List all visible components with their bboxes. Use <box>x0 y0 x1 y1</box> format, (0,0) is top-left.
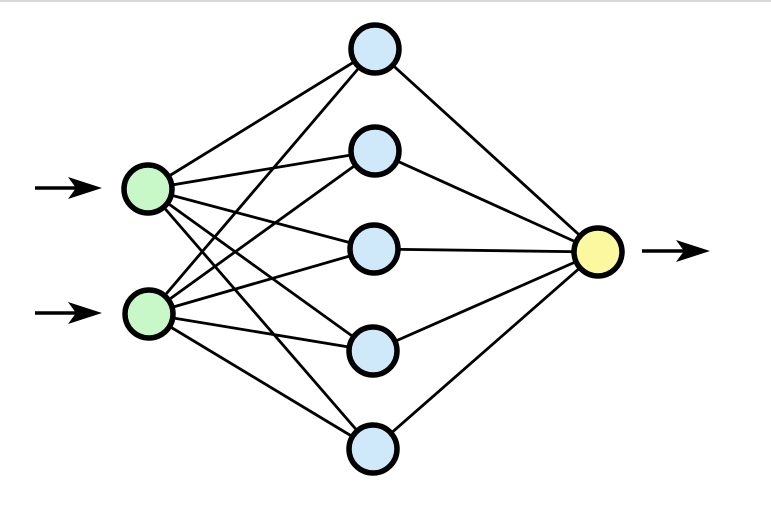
hidden-node-2 <box>348 124 402 178</box>
edge-hidden-node-4-to-output-node-1 <box>372 250 599 353</box>
edge-input-node-1-to-hidden-node-4 <box>147 187 374 353</box>
hidden-node-5 <box>346 422 400 476</box>
edge-hidden-node-5-to-output-node-1 <box>372 250 599 451</box>
edge-input-node-1-to-hidden-node-2 <box>147 149 376 191</box>
hidden-node-3 <box>347 222 401 276</box>
input-arrow-1-head-icon <box>68 177 102 199</box>
edge-hidden-node-2-to-output-node-1 <box>374 149 599 254</box>
edge-input-node-2-to-hidden-node-1 <box>147 48 377 315</box>
edge-input-node-2-to-hidden-node-5 <box>148 312 374 451</box>
top-border-line <box>0 0 771 2</box>
edge-input-node-1-to-hidden-node-3 <box>147 187 375 251</box>
edge-hidden-node-3-to-output-node-1 <box>373 247 599 254</box>
edge-input-node-2-to-hidden-node-2 <box>148 149 376 316</box>
edge-input-node-1-to-hidden-node-1 <box>147 47 376 191</box>
edge-input-node-2-to-hidden-node-4 <box>148 312 374 353</box>
edge-input-node-2-to-hidden-node-3 <box>148 247 375 316</box>
edge-hidden-node-1-to-output-node-1 <box>374 47 599 254</box>
output-node-1 <box>571 225 625 279</box>
input-node-1 <box>121 162 175 216</box>
output-arrow-head-icon <box>676 240 710 262</box>
hidden-node-1 <box>348 22 402 76</box>
input-arrow-2-head-icon <box>68 302 102 324</box>
hidden-node-4 <box>346 324 400 378</box>
edge-input-node-1-to-hidden-node-5 <box>146 188 375 450</box>
input-node-2 <box>122 287 176 341</box>
